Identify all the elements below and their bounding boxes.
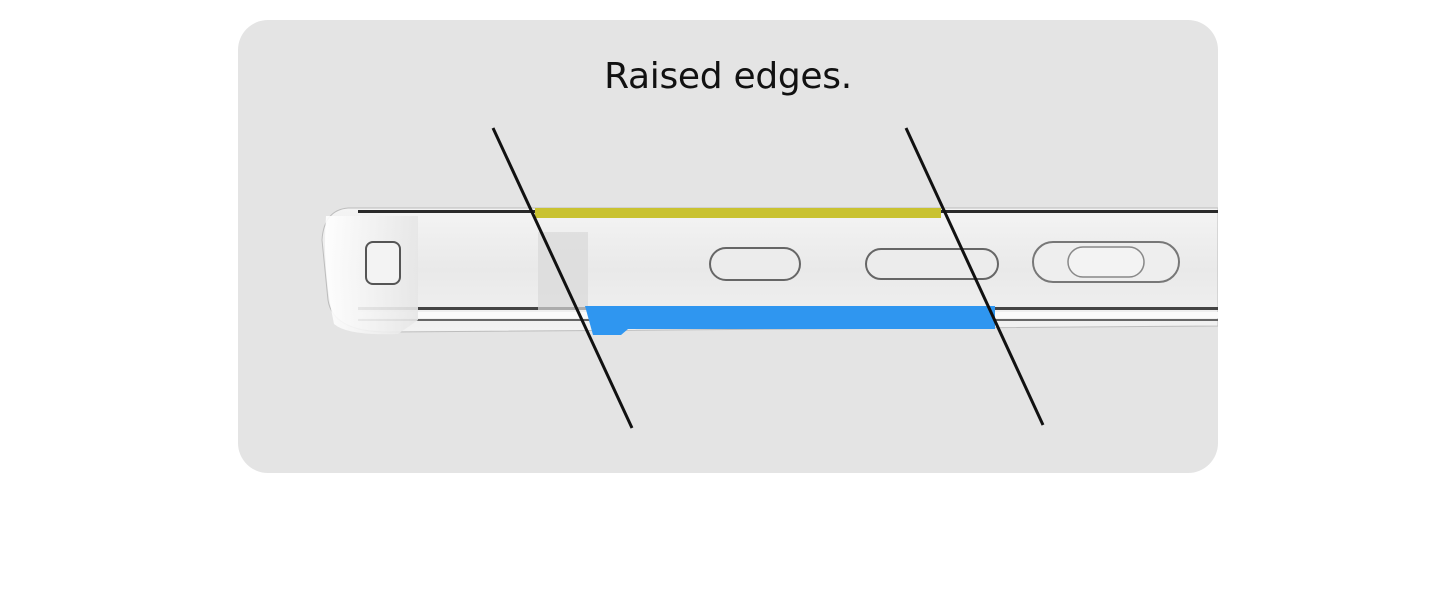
- side-button-cutout: [709, 247, 801, 281]
- feature-card: Raised edges.: [238, 20, 1218, 473]
- volume-button-cutout: [865, 248, 999, 280]
- phone-case-side-illustration: [321, 127, 1218, 429]
- cut-line-right: [904, 127, 1045, 426]
- cut-line-left: [491, 127, 634, 429]
- top-edge-highlight: [535, 208, 941, 218]
- feature-heading: Raised edges.: [604, 56, 852, 97]
- bottom-edge-highlight: [585, 306, 995, 335]
